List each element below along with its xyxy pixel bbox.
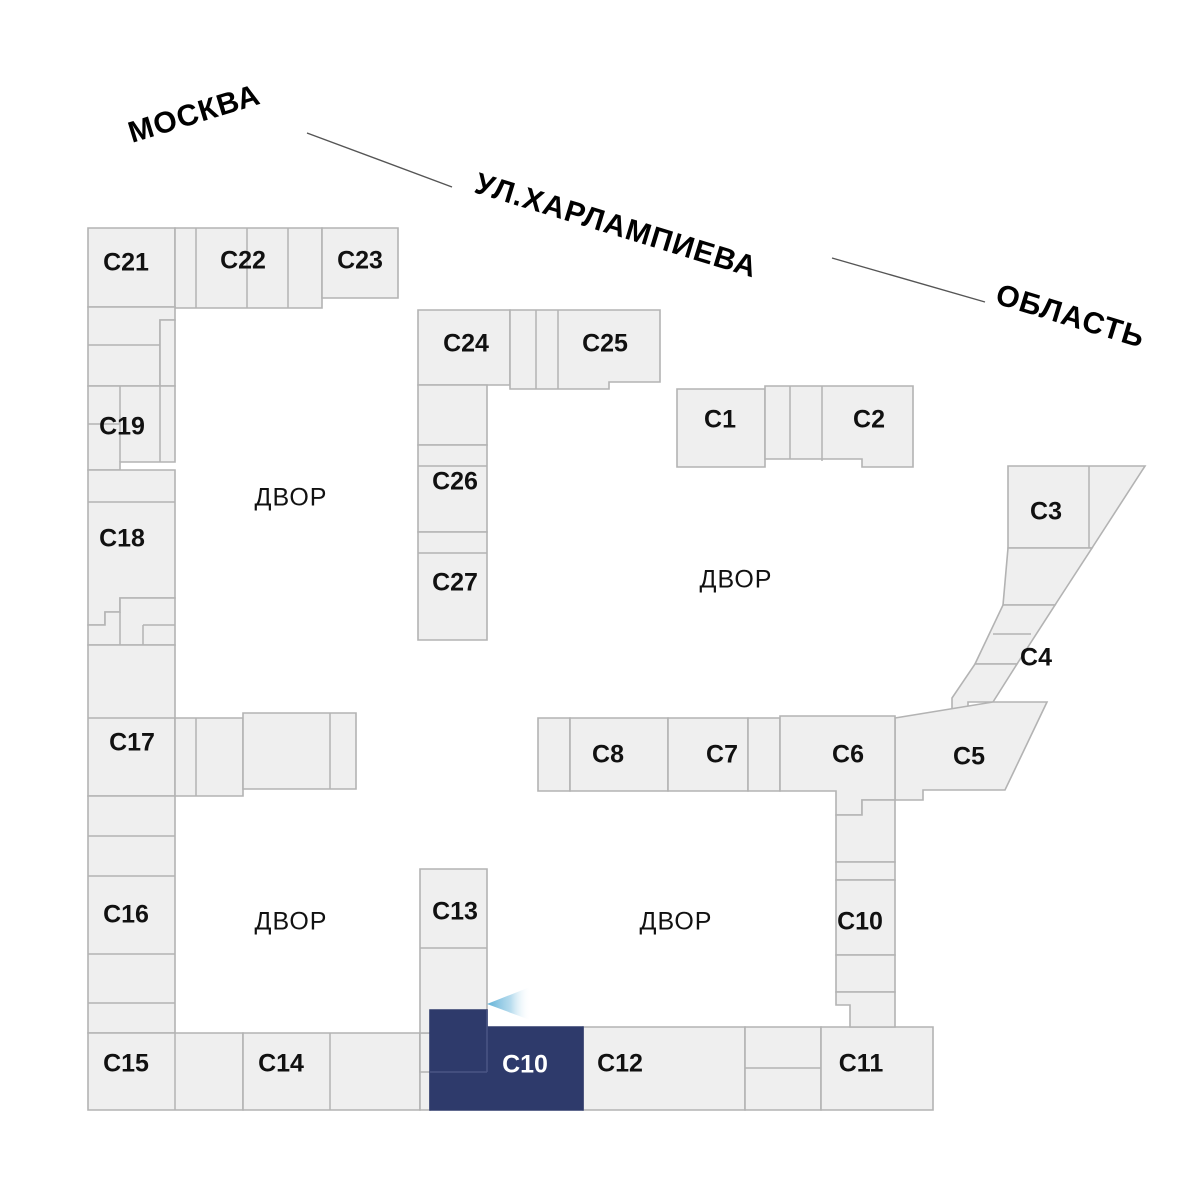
view-cone-marker xyxy=(487,987,530,1020)
courtyard-label-group: ДВОР ДВОР ДВОР ДВОР xyxy=(255,484,773,936)
building-label-c4: C4 xyxy=(1020,644,1052,672)
building-group-c18[interactable] xyxy=(174,712,357,797)
building-group-c1[interactable]: C1 xyxy=(676,388,766,468)
building-outline-c18[interactable] xyxy=(242,712,357,790)
building-label-c15: C15 xyxy=(103,1050,149,1078)
building-label-c2: C2 xyxy=(853,406,885,434)
building-outline-c22[interactable] xyxy=(174,227,323,309)
building-outline-c23[interactable] xyxy=(321,227,399,299)
building-group-c12[interactable]: C10 xyxy=(429,1009,584,1111)
building-group-c7[interactable]: C7 xyxy=(667,717,749,792)
direction-label-moscow: МОСКВА xyxy=(124,78,264,149)
courtyard-label-sw: ДВОР xyxy=(255,908,328,936)
building-label-c21: C21 xyxy=(103,249,149,277)
courtyard-label-se: ДВОР xyxy=(640,908,713,936)
building-label-c27: C27 xyxy=(432,569,478,597)
building-label-c26: C26 xyxy=(432,468,478,496)
building-label-c8: C8 xyxy=(592,741,624,769)
building-group-c25[interactable]: C25 xyxy=(509,309,661,390)
building-group-c21[interactable]: C21 xyxy=(87,227,176,308)
building-label-c19: C18 xyxy=(99,525,145,553)
building-label-c17: C17 xyxy=(109,729,155,757)
leader-line-left xyxy=(306,132,453,188)
building-outline-c4-upper[interactable] xyxy=(1002,547,1094,606)
building-outline-c2[interactable] xyxy=(764,385,914,468)
building-outline-c9-lower2[interactable] xyxy=(835,991,896,1028)
building-label-c11: C12 xyxy=(597,1050,643,1078)
building-group-c5[interactable]: C5 xyxy=(894,701,1049,801)
courtyard-label-ne: ДВОР xyxy=(700,566,773,594)
building-label-c23: C23 xyxy=(337,247,383,275)
building-group-c26[interactable]: C26 xyxy=(417,384,488,533)
building-label-c10: C11 xyxy=(839,1050,884,1078)
courtyard-label-nw: ДВОР xyxy=(255,484,328,512)
building-group-west-column[interactable]: C19 C18 C17 C16 xyxy=(87,306,176,1034)
building-outline-c27[interactable] xyxy=(417,531,488,641)
building-outline-west-u2[interactable] xyxy=(159,319,176,387)
building-group-c13[interactable]: C13 xyxy=(419,868,488,1034)
leader-line-right xyxy=(831,257,986,303)
building-outline-c7-gap[interactable] xyxy=(747,717,781,792)
building-group-c4-upper[interactable] xyxy=(1002,547,1094,606)
building-label-c6: C6 xyxy=(832,741,864,769)
view-direction-cone xyxy=(487,987,530,1020)
building-label-c20: C19 xyxy=(99,413,145,441)
building-outline-c9-strip[interactable] xyxy=(835,861,896,881)
building-group-c4[interactable]: C4 xyxy=(973,604,1057,672)
building-label-c3: C3 xyxy=(1030,498,1062,526)
building-outline-c8-left[interactable] xyxy=(537,717,571,792)
building-group-c8[interactable]: C8 xyxy=(537,717,669,792)
building-outline-c17[interactable] xyxy=(87,644,176,797)
building-group-c9[interactable]: C10 xyxy=(835,799,896,1028)
building-label-c16: C16 xyxy=(103,901,149,929)
building-outline-c1[interactable] xyxy=(676,388,766,468)
building-label-c14: C14 xyxy=(258,1050,304,1078)
building-label-c7: C7 xyxy=(706,741,738,769)
building-outline-c13[interactable] xyxy=(419,868,488,1034)
building-outline-c18-left[interactable] xyxy=(174,717,244,797)
building-group-c3[interactable]: C3 xyxy=(1007,465,1147,549)
building-outline-c25[interactable] xyxy=(509,309,661,390)
building-outline-c5[interactable] xyxy=(894,701,1049,801)
building-label-c9: C10 xyxy=(837,908,883,936)
building-label-c5: C5 xyxy=(953,743,985,771)
building-group-c22[interactable]: C22 xyxy=(174,227,323,309)
building-label-c13: C13 xyxy=(432,898,478,926)
building-label-c24: C24 xyxy=(443,330,489,358)
building-outline-c3[interactable] xyxy=(1007,465,1147,549)
street-name-label: УЛ.ХАРЛАМПИЕВА xyxy=(471,167,761,284)
building-group-c6[interactable]: C6 xyxy=(779,715,896,816)
building-outline-c26-upper[interactable] xyxy=(417,384,488,446)
building-label-c12: C10 xyxy=(502,1051,548,1079)
building-label-c22: C22 xyxy=(220,247,266,275)
building-label-c1: C1 xyxy=(704,406,736,434)
building-group-c7-gap[interactable] xyxy=(747,717,781,792)
building-group-c24[interactable]: C24 xyxy=(417,309,511,386)
building-group-c2[interactable]: C2 xyxy=(764,385,914,468)
direction-label-oblast: ОБЛАСТЬ xyxy=(992,278,1149,355)
building-group-bottom-row[interactable]: C15 C14 C12 C11 xyxy=(87,1026,934,1111)
building-group-c27[interactable]: C27 xyxy=(417,531,488,641)
building-label-c25: C25 xyxy=(582,330,628,358)
building-outline-c9-lower1[interactable] xyxy=(835,954,896,993)
building-group-c23[interactable]: C23 xyxy=(321,227,399,299)
